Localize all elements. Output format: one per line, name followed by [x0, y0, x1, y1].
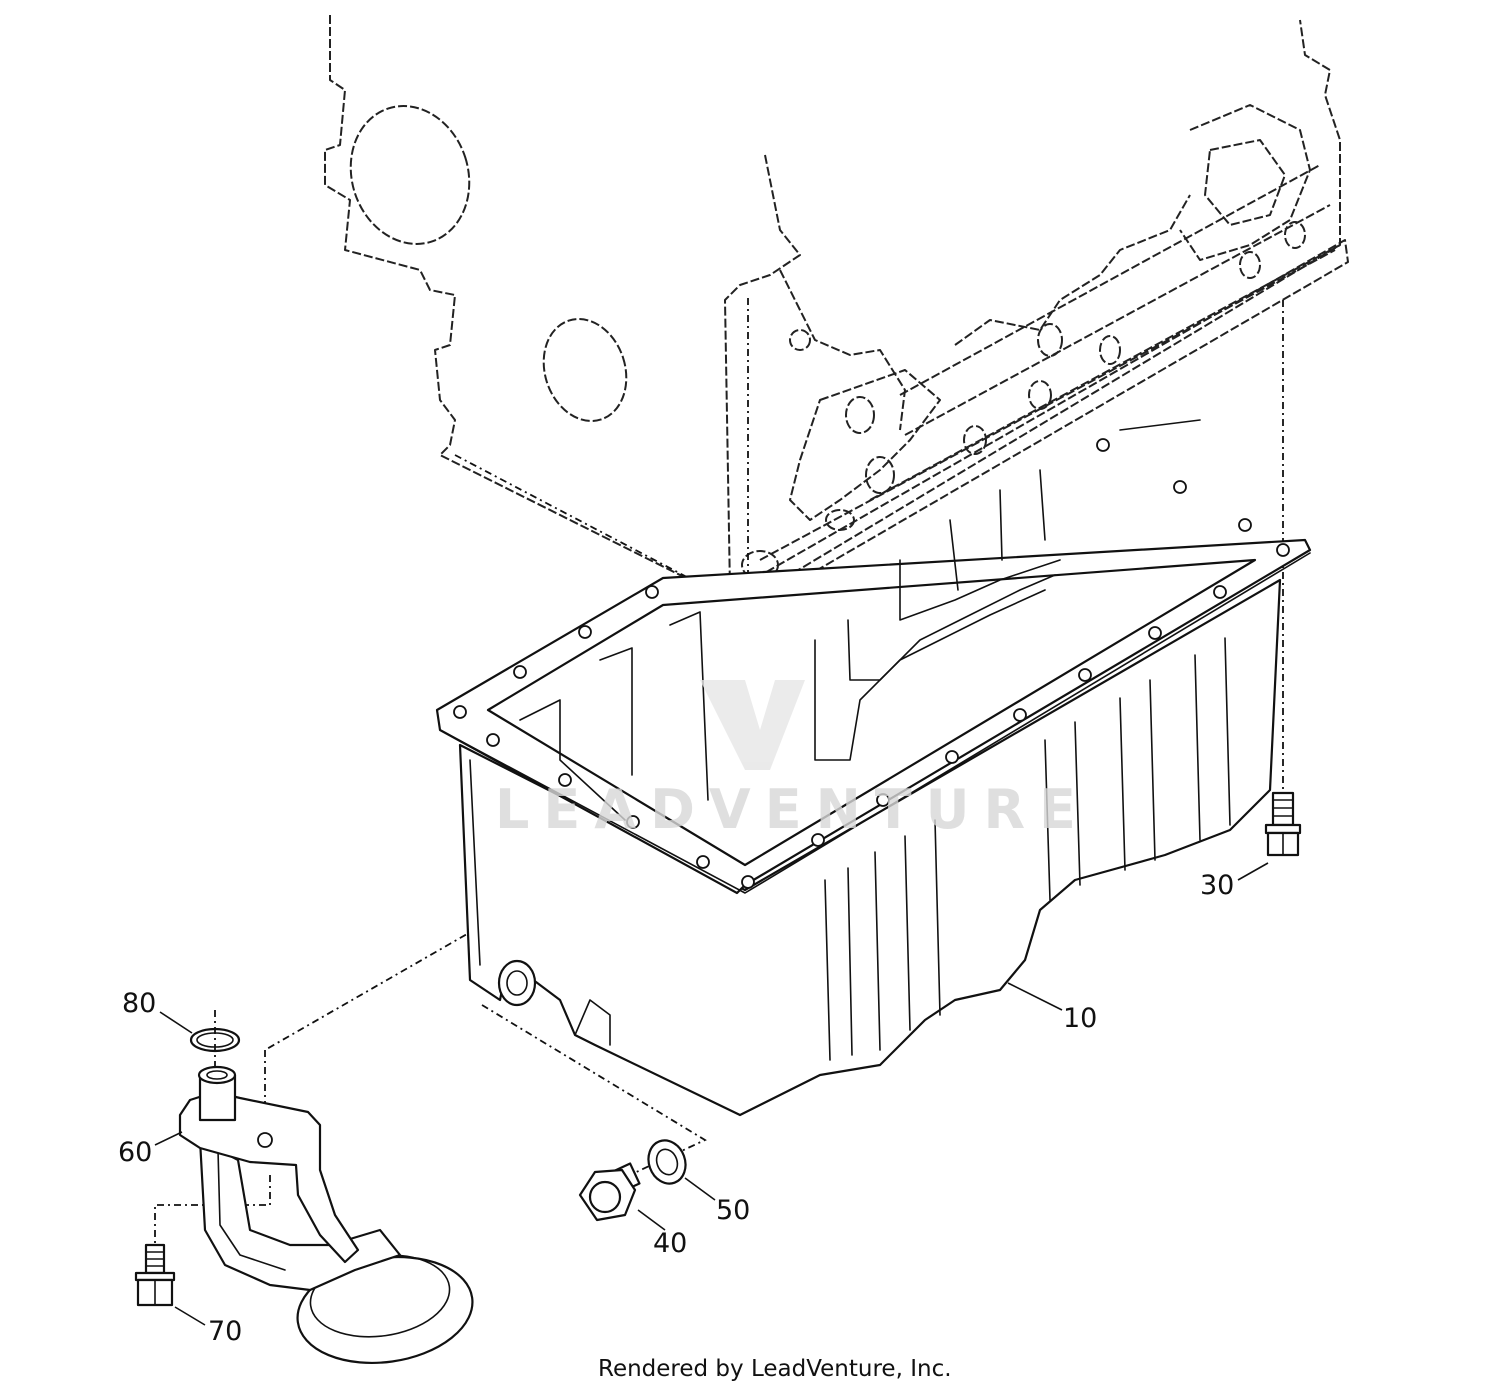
oil-strainer: [178, 1065, 474, 1365]
leadventure-watermark: LEADVENTURE: [495, 680, 1090, 841]
render-credit: Rendered by LeadVenture, Inc.: [598, 1356, 952, 1382]
o-ring: [189, 1027, 241, 1053]
drain-washer: [647, 1139, 687, 1185]
callout-30: 30: [1200, 870, 1234, 901]
strainer-bolt: [134, 1243, 176, 1307]
callout-leaders: [154, 862, 1269, 1326]
engine-block-ghost: [324, 15, 1349, 613]
callout-80: 80: [122, 988, 156, 1019]
callout-10: 10: [1063, 1003, 1097, 1034]
watermark-text: LEADVENTURE: [495, 778, 1090, 841]
pan-bolt: [1264, 791, 1302, 857]
oil-pan: [435, 419, 1312, 1117]
callout-60: 60: [118, 1137, 152, 1168]
callout-40: 40: [653, 1228, 687, 1259]
callout-70: 70: [208, 1316, 242, 1347]
callout-50: 50: [716, 1195, 750, 1226]
drain-plug: [578, 1162, 641, 1222]
